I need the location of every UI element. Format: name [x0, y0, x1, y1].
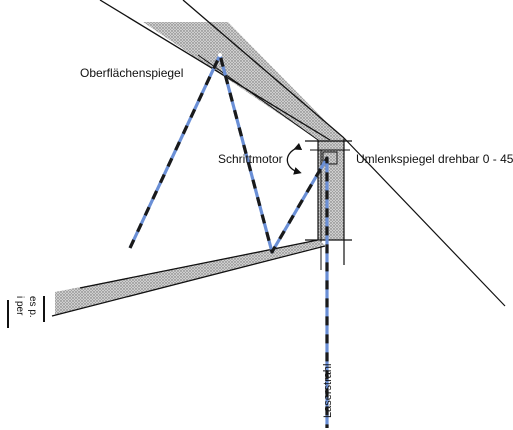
surface-mirror-label: Oberflächenspiegel	[80, 66, 183, 80]
reflection-point-surface-mirror	[218, 53, 222, 57]
lower-plate-shading	[55, 240, 325, 315]
lower-plate-bottom-edge	[51, 245, 326, 317]
edge-text-1: i per	[14, 296, 25, 316]
upper-plate-bottom-edge	[182, 0, 345, 139]
upper-plate	[99, 0, 345, 141]
stepper-motor-label: Schrittmotor	[218, 152, 283, 166]
beam-path-dark	[128, 53, 329, 428]
diagonal-edge-line	[343, 137, 506, 307]
deflection-mirror	[322, 151, 338, 165]
upper-plate-lower-edge	[197, 54, 319, 141]
deflection-mirror-label: Umlenkspiegel drehbar 0 - 45°	[356, 152, 513, 166]
upper-plate-top-edge	[99, 0, 331, 141]
lower-plate	[51, 239, 326, 317]
upper-plate-shading	[143, 22, 344, 140]
rotation-arrow-icon	[286, 142, 303, 175]
lower-plate-top-edge	[79, 239, 319, 289]
housing-shading	[318, 140, 344, 240]
laser-beam-path	[128, 53, 329, 428]
laser-beam-label: Laserstrahl	[322, 364, 334, 418]
left-edge-fragment: i per es p.	[7, 296, 45, 328]
edge-text-2: es p.	[27, 296, 38, 318]
